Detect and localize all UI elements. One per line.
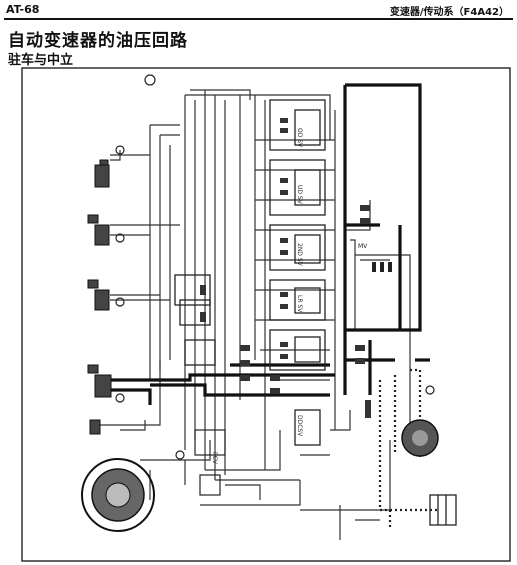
- accumulators: [115, 74, 435, 460]
- solenoid-connector: [372, 262, 392, 272]
- page-title: 自动变速器的油压回路: [8, 31, 188, 51]
- oil-cooler: [429, 494, 457, 526]
- pressure-lines-thick: [110, 83, 430, 405]
- oil-pump: [81, 458, 155, 532]
- label-ud-sv: UD SV: [296, 185, 303, 205]
- valve-spools: [200, 118, 371, 418]
- label-mv: MV: [358, 243, 368, 250]
- label-pcv: PCV: [211, 452, 218, 465]
- label-od-sv: OD SV: [296, 128, 303, 148]
- label-lr-sv: LR SV: [296, 295, 303, 313]
- page-subtitle: 驻车与中立: [8, 53, 74, 68]
- section-title: 变速器/传动系（F4A42）: [389, 7, 509, 18]
- diagram-frame: [21, 67, 511, 562]
- valve-blocks: [174, 99, 326, 446]
- actuator-units: [87, 159, 112, 435]
- page-code: AT-68: [6, 3, 40, 16]
- label-ddcsv: DDCSV: [296, 415, 303, 437]
- label-2nd-sv: 2ND SV: [296, 243, 303, 267]
- torque-converter: [401, 419, 439, 457]
- header-rule: [4, 18, 513, 20]
- oil-strainer: [194, 429, 226, 496]
